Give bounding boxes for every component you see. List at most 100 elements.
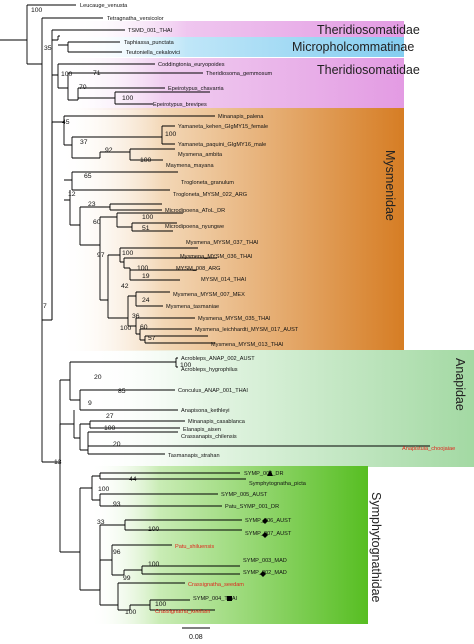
taxon-label: Symphytognatha_picta xyxy=(249,481,307,487)
support-value: 37 xyxy=(80,139,88,146)
family-label-micropholcommatinae: Micropholcommatinae xyxy=(292,40,414,54)
support-value: 100 xyxy=(155,601,167,608)
taxon-label: Conculus_ANAP_001_THAI xyxy=(178,388,248,394)
taxon-label: Mysmena_MYSM_036_THAI xyxy=(180,254,253,260)
support-values: 100 35 100 71 70 100 45 100 37 92 100 65… xyxy=(31,7,192,616)
support-value: 19 xyxy=(142,273,150,280)
taxon-label: Mysmena_leichhardti_MYSM_017_AUST xyxy=(195,327,299,333)
taxon-label: SYMP_006_AUST xyxy=(245,518,292,524)
taxon-label: Taphiassa_punctata xyxy=(124,40,175,46)
support-value: 85 xyxy=(118,388,126,395)
taxon-label: Elanapis_aisen xyxy=(183,427,221,433)
support-value: 100 xyxy=(180,362,192,369)
support-value: 35 xyxy=(44,45,52,52)
scale-bar-label: 0.08 xyxy=(189,634,203,641)
support-value: 97 xyxy=(97,252,105,259)
support-value: 70 xyxy=(79,84,87,91)
taxon-label: Microdipoena_nyungwe xyxy=(165,224,224,230)
band-anapidae xyxy=(90,350,474,467)
support-value: 24 xyxy=(142,297,150,304)
support-value: 36 xyxy=(132,313,140,320)
support-value: 93 xyxy=(113,501,121,508)
support-value: 100 xyxy=(140,157,152,164)
support-value: 100 xyxy=(122,95,134,102)
taxon-label: Acrobleps_hygrophilus xyxy=(181,367,238,373)
family-labels: Theridiosomatidae Micropholcommatinae Th… xyxy=(292,23,467,603)
family-label-anapidae: Anapidae xyxy=(453,358,467,411)
support-value: 100 xyxy=(125,609,137,616)
taxon-label: Mysmena_MYSM_013_THAI xyxy=(211,342,284,348)
support-value: 100 xyxy=(165,131,177,138)
support-value: 100 xyxy=(137,265,149,272)
scale-bar: 0.08 xyxy=(182,627,210,641)
diamond-marker xyxy=(260,571,266,577)
taxon-label: Coddingtonia_euryopoides xyxy=(158,62,225,68)
support-value: 33 xyxy=(97,519,105,526)
support-value: 60 xyxy=(140,324,148,331)
support-value: 57 xyxy=(148,335,156,342)
support-value: 100 xyxy=(104,425,116,432)
taxon-label: Anapisona_kethleyi xyxy=(181,408,230,414)
taxon-label: Yamaneta_kehen_GIgMY15_female xyxy=(178,124,268,130)
taxon-label: Crassignatha_keeliam xyxy=(155,609,211,615)
taxon-label: Epeirotypus_brevipes xyxy=(153,102,207,108)
support-value: 9 xyxy=(88,400,92,407)
taxon-label: Leucauge_venusta xyxy=(80,3,128,9)
taxon-label: MYSM_014_THAI xyxy=(201,277,247,283)
support-value: 100 xyxy=(98,486,110,493)
family-label-theridiosomatidae-1: Theridiosomatidae xyxy=(317,23,420,37)
family-label-symphytognathidae: Symphytognathidae xyxy=(369,492,383,603)
taxon-label: SYMP_008_DR xyxy=(244,471,284,477)
support-value: 65 xyxy=(84,173,92,180)
support-value: 96 xyxy=(113,549,121,556)
taxon-label: Patu_shiluensis xyxy=(175,544,214,550)
taxon-label: Patu_SYMP_001_DR xyxy=(225,504,279,510)
taxon-label: Mysmena_MYSM_035_THAI xyxy=(198,316,271,322)
support-value: 100 xyxy=(148,526,160,533)
taxon-label: Mysmena_tasmaniae xyxy=(166,304,219,310)
support-value: 42 xyxy=(121,283,129,290)
support-value: 71 xyxy=(93,70,101,77)
taxon-label: Trogloneta_MYSM_022_ARG xyxy=(173,192,247,198)
taxon-label: Epeirotypus_chavarria xyxy=(168,86,225,92)
taxon-label: SYMP_005_AUST xyxy=(221,492,268,498)
taxon-label: Minanapis_casablanca xyxy=(188,419,246,425)
support-value: 100 xyxy=(122,250,134,257)
taxon-label: Teutoniella_cekalovici xyxy=(126,50,180,56)
support-value: 45 xyxy=(62,119,70,126)
taxon-label: Theridiosoma_gemmosum xyxy=(206,71,273,77)
taxon-label: Crassignatha_seedam xyxy=(188,582,244,588)
taxon-label: Tasmanapis_strahan xyxy=(168,453,220,459)
support-value: 7 xyxy=(43,303,47,310)
taxon-label: SYMP_007_AUST xyxy=(245,531,292,537)
band-theridiosomatidae-1 xyxy=(70,21,404,37)
support-value: 23 xyxy=(88,201,96,208)
support-value: 12 xyxy=(68,191,76,198)
taxon-label: SYMP_004_THAI xyxy=(193,596,238,602)
taxon-label: Tetragnatha_versicolor xyxy=(107,16,164,22)
support-value: 13 xyxy=(54,459,62,466)
taxon-label: Microdipoena_AToL_DR xyxy=(165,208,225,214)
support-value: 100 xyxy=(142,214,154,221)
taxon-label: Minanapis_palena xyxy=(218,114,264,120)
taxon-label: Maymena_mayana xyxy=(166,163,214,169)
band-micropholcommatinae xyxy=(70,37,404,57)
taxon-label: Yamaneta_paquini_GIgMY16_male xyxy=(178,142,266,148)
diamond-marker xyxy=(262,532,268,538)
square-marker xyxy=(227,596,232,601)
support-value: 100 xyxy=(120,325,132,332)
support-value: 51 xyxy=(142,225,150,232)
taxon-labels: Leucauge_venusta Tetragnatha_versicolor … xyxy=(80,3,455,615)
support-value: 27 xyxy=(106,413,114,420)
support-value: 100 xyxy=(31,7,43,14)
support-value: 92 xyxy=(105,147,113,154)
taxon-label: Acrobleps_ANAP_002_AUST xyxy=(181,356,255,362)
support-value: 99 xyxy=(123,575,131,582)
family-label-theridiosomatidae-2: Theridiosomatidae xyxy=(317,63,420,77)
family-label-mysmenidae: Mysmenidae xyxy=(383,150,397,221)
taxon-label: Crassanapis_chilensis xyxy=(181,434,237,440)
taxon-label: Mysmena_ambita xyxy=(178,152,223,158)
band-theridiosomatidae-2 xyxy=(60,58,404,110)
taxon-label: Anapistula_choojaiae xyxy=(402,446,455,452)
